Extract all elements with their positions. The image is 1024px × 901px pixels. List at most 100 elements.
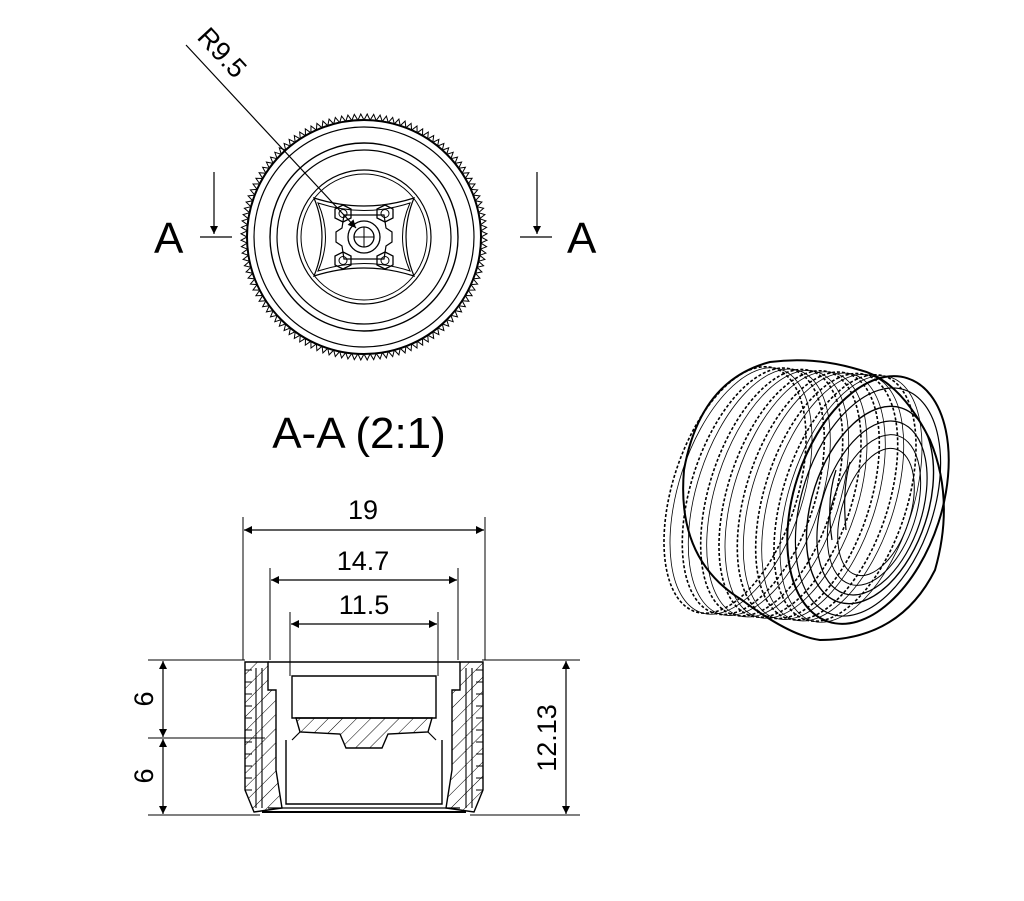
tread-tooth [304,338,312,347]
tread-tooth [381,351,389,359]
tread-tooth [470,278,479,286]
tread-tooth [242,254,250,262]
tread-tooth [245,200,253,208]
tread-tooth [478,212,486,220]
tread-tooth [480,236,489,244]
tread-tooth [363,112,371,121]
tire-ring [253,126,475,348]
hub-glimpse [829,461,851,541]
tread-band-edge [669,367,813,615]
tread-band-edge [687,368,831,616]
rim-lip-circle [276,149,452,325]
tread-band-edge [706,370,850,618]
dim-label-14-7: 14.7 [337,546,390,576]
section-letter-left: A [154,214,184,263]
tread-band-edge [761,374,905,622]
dim-label-6-lower: 6 [129,768,159,783]
tread-tooth [239,230,248,238]
tread-tooth [462,172,470,179]
tread-tooth [261,166,270,174]
tread-tooth [393,348,401,356]
tread-tooth [442,146,450,155]
tread-tooth [473,194,481,202]
rim-inner-ellipse-3 [837,447,915,577]
face-ring [794,387,942,617]
tread-tooth [273,151,282,159]
tread-tooth [465,177,474,185]
tread-tooth [351,353,359,361]
tread-tooth [273,315,282,323]
tread-tooth [265,305,274,313]
tread-tooth [468,284,476,291]
tread-tooth [283,142,291,151]
tread-tooth [442,319,450,328]
tread-tooth [470,188,479,196]
tread-tooth [454,305,463,313]
rim-inner-circle [296,169,432,305]
tread-tooth [465,289,474,297]
tread-tooth [258,295,266,302]
radius-label: R9.5 [192,22,253,84]
tread-tooth [480,230,489,238]
tread-tooth [381,115,389,123]
tread-tooth [476,260,485,268]
isometric-view [663,359,950,642]
tread-tooth [293,134,301,143]
tread-tooth [450,156,459,164]
dim-label-6-upper: 6 [129,691,159,706]
tread-tooth [240,224,248,232]
rim-outer-circle [269,142,459,332]
tread-tooth [239,236,248,244]
tread-tooth [375,352,383,360]
face-outer-ellipse [786,375,950,625]
rim-inner-circle-2 [300,173,428,301]
tread-tooth [416,127,424,136]
tread-tooth [357,112,365,121]
tread-tooth [450,310,459,318]
tread-tooth [283,323,291,332]
tread-tooth [411,341,418,349]
tread-tooth [480,242,488,250]
tread-tooth [476,206,485,214]
tread-tooth [458,166,467,174]
section-view: A-A (2:1) 19 14.7 11.5 6 6 12.13 [129,409,580,816]
tread-tooth [393,118,401,126]
tread-tooth [405,122,413,131]
tread-tooth [375,114,383,122]
tread-tooth [411,125,418,133]
tread-tooth [258,172,266,179]
tread-tooth [351,113,359,121]
tread-tooth [475,200,483,208]
tread-tooth [254,177,263,185]
tread-tooth [345,114,353,122]
tread-tooth [422,131,429,139]
tread-tooth [479,248,487,256]
tread-tooth [339,115,347,123]
tread-tooth [422,335,429,343]
tread-tooth [247,194,255,202]
tread-tooth [333,116,341,125]
tire-outer-circle [246,119,482,355]
tread-tooth [475,266,483,274]
tread-tooth [387,349,395,358]
tread-tooth [437,323,445,332]
tread-tooth [245,266,253,274]
tread-tooth [363,353,371,362]
tread-tooth [247,272,255,280]
tread-tooth [243,206,252,214]
tread-tooth [327,348,335,356]
rim-inner-ellipse-2 [826,434,922,586]
rim-outer-ellipse [805,405,935,605]
tread-tooth [432,327,440,336]
tread-tooth [261,300,270,308]
tread-tooth [369,353,377,361]
tread-tooth [254,289,263,297]
tire-silhouette [682,359,945,642]
tread-tooth [399,346,407,354]
tread-tooth [278,319,286,328]
tread-tooth [315,122,323,131]
tread-tooth [369,113,377,121]
tread-tooth [288,138,296,147]
